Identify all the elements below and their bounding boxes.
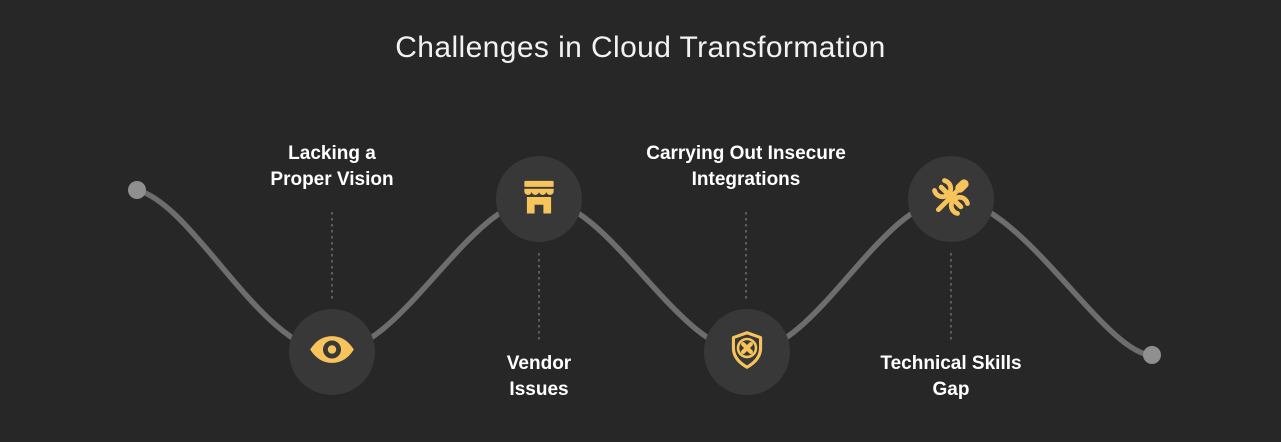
- node-lacking-proper-vision: [289, 309, 375, 395]
- dotted-connector-1: [331, 212, 333, 300]
- dotted-connector-4: [950, 253, 952, 341]
- node-label-lacking-proper-vision: Lacking a Proper Vision: [270, 143, 394, 190]
- store-icon: [517, 175, 561, 224]
- wave-path: [134, 187, 1155, 358]
- tools-icon: [928, 174, 974, 225]
- node-vendor-issues: [496, 156, 582, 242]
- node-insecure-integrations: [704, 309, 790, 395]
- start-dot: [128, 181, 146, 199]
- eye-icon: [309, 333, 355, 371]
- node-label-insecure-integrations: Carrying Out Insecure Integrations: [646, 143, 846, 190]
- node-label-vendor-issues: Vendor Issues: [506, 353, 572, 400]
- end-dot: [1143, 346, 1161, 364]
- node-label-technical-skills-gap: Technical Skills Gap: [880, 353, 1022, 400]
- shield-x-icon: [725, 328, 769, 377]
- dotted-connector-2: [538, 253, 540, 341]
- dotted-connector-3: [745, 212, 747, 300]
- page-title: Challenges in Cloud Transformation: [395, 31, 886, 64]
- node-technical-skills-gap: [908, 156, 994, 242]
